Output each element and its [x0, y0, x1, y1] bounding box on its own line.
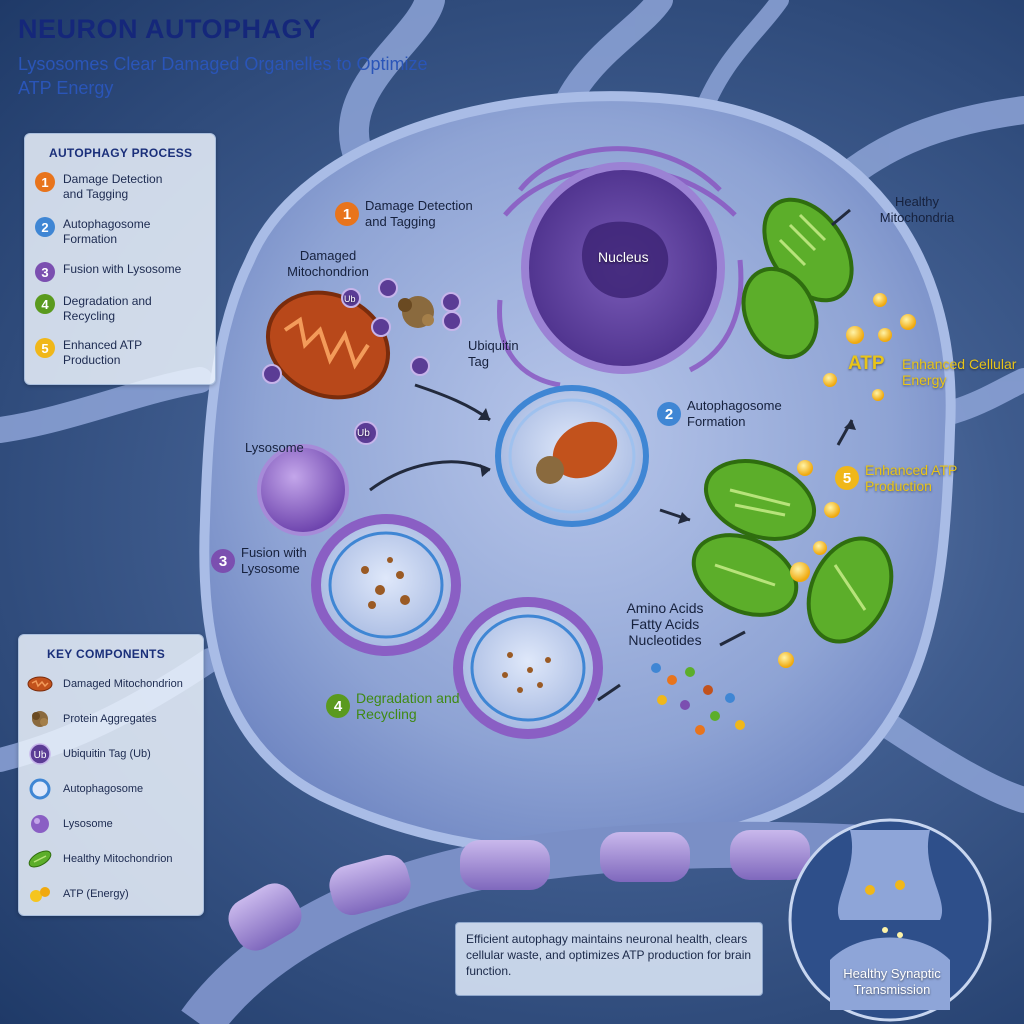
nucleus-label: Nucleus [598, 249, 649, 265]
key-item-autophagosome: Autophagosome [27, 778, 143, 800]
process-step-2: 2 Autophagosome Formation [35, 217, 183, 247]
enhanced-energy-label: Enhanced Cellular Energy [902, 356, 1017, 388]
key-label-autophagosome: Autophagosome [63, 783, 143, 795]
ub-tag-label: Ub [344, 291, 356, 307]
page-subtitle: Lysosomes Clear Damaged Organelles to Op… [18, 52, 438, 100]
step-4-label: Degradation and Recycling [63, 294, 183, 324]
diagram-step-5: 5 Enhanced ATP Production [835, 462, 975, 494]
key-label-damaged-mitochondrion: Damaged Mitochondrion [63, 678, 183, 690]
diagram-step-1-badge: 1 [335, 202, 359, 226]
diagram-step-2-badge: 2 [657, 402, 681, 426]
process-panel-heading: AUTOPHAGY PROCESS [49, 146, 192, 160]
process-step-4: 4 Degradation and Recycling [35, 294, 183, 324]
ubiquitin-icon: Ub [27, 743, 53, 765]
damaged-mitochondrion-label: Damaged Mitochondrion [278, 248, 378, 280]
diagram-step-4: 4 Degradation and Recycling [326, 690, 471, 722]
autophagosome-icon [27, 778, 53, 800]
lysosome-label: Lysosome [245, 440, 304, 456]
key-label-protein-aggregates: Protein Aggregates [63, 713, 157, 725]
ubiquitin-icon-text: Ub [34, 750, 47, 761]
step-5-label: Enhanced ATP Production [63, 338, 183, 368]
damaged-mitochondrion-icon [27, 673, 53, 695]
key-item-protein-aggregates: Protein Aggregates [27, 708, 157, 730]
process-step-5: 5 Enhanced ATP Production [35, 338, 183, 368]
diagram-step-5-label: Enhanced ATP Production [865, 462, 975, 494]
diagram-step-1: 1 Damage Detection and Tagging [335, 198, 485, 230]
diagram-step-2: 2 Autophagosome Formation [657, 398, 797, 430]
diagram-step-3-label: Fusion with Lysosome [241, 545, 321, 577]
product-amino-acids: Amino Acids [620, 600, 710, 616]
healthy-mitochondrion-icon [27, 848, 53, 870]
ubiquitin-tag-label: Ubiquitin Tag [468, 338, 528, 370]
lysosome-icon [27, 813, 53, 835]
diagram-step-4-badge: 4 [326, 694, 350, 718]
key-label-ubiquitin: Ubiquitin Tag (Ub) [63, 748, 151, 760]
diagram-step-5-badge: 5 [835, 466, 859, 490]
page-title: NEURON AUTOPHAGY [18, 14, 322, 45]
key-label-atp: ATP (Energy) [63, 888, 129, 900]
key-label-healthy-mitochondrion: Healthy Mitochondrion [63, 853, 172, 865]
product-nucleotides: Nucleotides [620, 632, 710, 648]
step-2-label: Autophagosome Formation [63, 217, 183, 247]
process-step-3: 3 Fusion with Lysosome [35, 262, 183, 282]
synapse-label: Healthy Synaptic Transmission [838, 966, 946, 998]
protein-aggregate-icon [27, 708, 53, 730]
diagram-step-4-label: Degradation and Recycling [356, 690, 471, 722]
diagram-step-3-badge: 3 [211, 549, 235, 573]
key-components-panel: KEY COMPONENTS Damaged Mitochondrion Pro… [18, 634, 204, 916]
key-item-damaged-mitochondrion: Damaged Mitochondrion [27, 673, 183, 695]
diagram-step-3: 3 Fusion with Lysosome [211, 545, 321, 577]
diagram-step-1-label: Damage Detection and Tagging [365, 198, 485, 230]
atp-icon [27, 883, 53, 905]
key-item-ubiquitin: Ub Ubiquitin Tag (Ub) [27, 743, 151, 765]
lysosome [259, 446, 347, 534]
footer-note: Efficient autophagy maintains neuronal h… [455, 922, 763, 996]
step-1-badge: 1 [35, 172, 55, 192]
product-fatty-acids: Fatty Acids [620, 616, 710, 632]
step-2-badge: 2 [35, 217, 55, 237]
key-label-lysosome: Lysosome [63, 818, 113, 830]
atp-label: ATP [848, 356, 885, 372]
step-5-badge: 5 [35, 338, 55, 358]
recycled-products-list: Amino Acids Fatty Acids Nucleotides [620, 600, 710, 648]
ub-tag-label-2: Ub [357, 426, 370, 442]
step-1-label: Damage Detection and Tagging [63, 172, 183, 202]
diagram-step-2-label: Autophagosome Formation [687, 398, 797, 430]
autophagosome [498, 388, 646, 524]
key-item-lysosome: Lysosome [27, 813, 113, 835]
step-3-label: Fusion with Lysosome [63, 262, 183, 277]
key-panel-heading: KEY COMPONENTS [47, 647, 165, 661]
step-3-badge: 3 [35, 262, 55, 282]
key-item-healthy-mitochondrion: Healthy Mitochondrion [27, 848, 172, 870]
step-4-badge: 4 [35, 294, 55, 314]
process-step-1: 1 Damage Detection and Tagging [35, 172, 183, 202]
healthy-mitochondria-label: Healthy Mitochondria [862, 194, 972, 226]
autophagy-process-panel: AUTOPHAGY PROCESS 1 Damage Detection and… [24, 133, 216, 385]
key-item-atp: ATP (Energy) [27, 883, 129, 905]
